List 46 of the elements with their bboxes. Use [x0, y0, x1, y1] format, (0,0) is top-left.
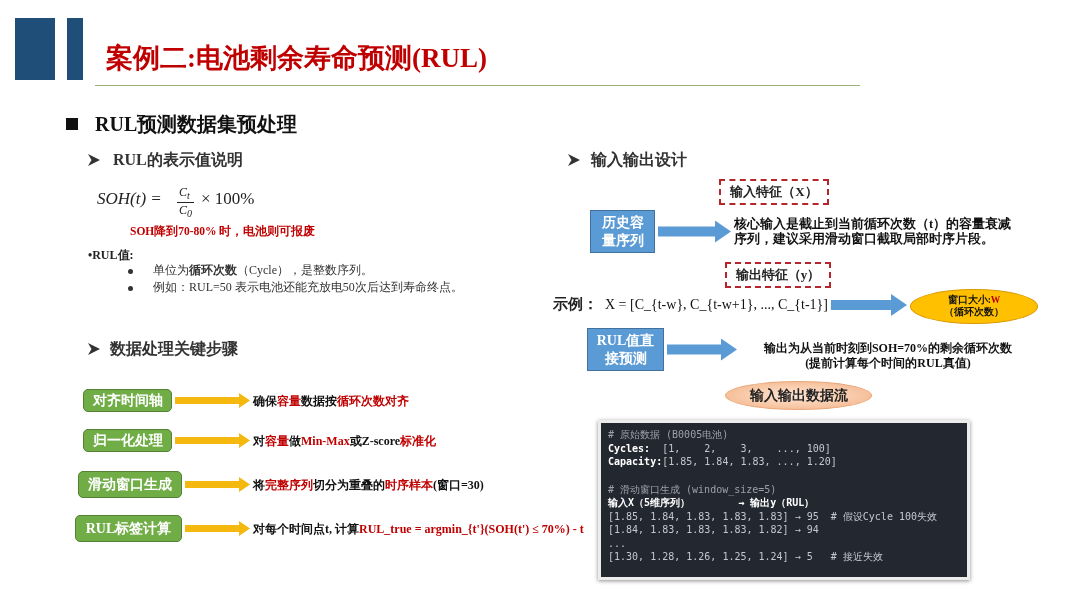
process-step-box: 滑动窗口生成	[78, 471, 182, 498]
slide-title: 案例二:电池剩余寿命预测(RUL)	[106, 42, 487, 75]
dashed-label-box: 输出特征（y）	[725, 262, 831, 288]
code-line: Capacity:[1.85, 1.84, 1.83, ..., 1.20]	[608, 455, 837, 469]
code-line: [1.85, 1.84, 1.83, 1.83, 1.83] → 95 # 假设Cycle 100失效	[608, 509, 937, 523]
list-item: 单位为循环次数（Cycle），是整数序列。	[153, 262, 374, 278]
dashed-label-box: 输入特征（X）	[719, 179, 829, 205]
code-line: [1.30, 1.28, 1.26, 1.25, 1.24] → 5 # 接近失效	[608, 550, 883, 564]
formula-denominator: C$_{0}$	[179, 203, 192, 220]
code-line: # 滑动窗口生成 (window_size=5)	[608, 482, 777, 496]
code-line: Cycles: [1, 2, 3, ..., 100]	[608, 441, 831, 455]
formula-numerator: C$_{t}$	[179, 185, 190, 202]
ellipse-text: （循环次数）	[944, 306, 1004, 318]
code-panel	[598, 420, 970, 580]
description-text: 将完整序列切分为重叠的时序样本(窗口=30)	[253, 477, 484, 494]
description-text: 对容量做Min-Max或Z-score标准化	[253, 433, 437, 450]
formula-text: X = [C_{t-w}, C_{t-w+1}, ..., C_{t-1}]	[605, 297, 828, 313]
block-arrow	[667, 338, 737, 361]
process-step-box: RUL标签计算	[75, 515, 182, 542]
list-item: 例如：RUL=50 表示电池还能充放电50次后达到寿命终点。	[153, 279, 464, 295]
block-arrow	[830, 294, 907, 316]
process-box: 历史容量序列	[590, 210, 655, 253]
section-heading: RUL预测数据集预处理	[95, 112, 298, 137]
formula-text: SOH(t) =	[97, 189, 162, 209]
ellipse-text: 窗口大小:W	[947, 295, 1001, 306]
description-text: 对每个时间点t, 计算RUL_true = argmin_{t'}(SOH(t') ≤ 70%) - t	[253, 521, 584, 538]
description-text: (提前计算每个时间的RUL真值)	[805, 356, 971, 371]
code-line: 输入X（5维序列） → 输出y（RUL）	[608, 496, 815, 510]
formula-text: × 100%	[201, 189, 255, 209]
process-box: RUL值直接预测	[587, 328, 664, 371]
list-heading: •RUL值:	[88, 247, 134, 264]
subsection-heading: 数据处理关键步骤	[110, 339, 238, 359]
description-text: 输出为从当前时刻到SOH=70%的剩余循环次数	[763, 341, 1013, 356]
code-line: [1.84, 1.83, 1.83, 1.83, 1.82] → 94	[608, 523, 819, 537]
code-line: ...	[608, 536, 627, 550]
process-step-box: 对齐时间轴	[83, 389, 172, 412]
description-text: 核心输入是截止到当前循环次数（t）的容量衰减序列，建议采用滑动窗口截取局部时序片段。	[734, 217, 1018, 247]
code-line: # 原始数据 (B0005电池)	[608, 428, 729, 442]
subsection-heading: 输入输出设计	[591, 150, 687, 170]
example-label: 示例：	[553, 295, 598, 314]
process-step-box: 归一化处理	[83, 429, 172, 452]
flow-title-ellipse: 输入输出数据流	[725, 381, 872, 410]
description-text: 确保容量数据按循环次数对齐	[253, 393, 409, 410]
block-arrow	[658, 220, 731, 243]
subsection-heading: RUL的表示值说明	[113, 150, 243, 170]
warning-note: SOH降到70-80% 时，电池则可报废	[130, 224, 316, 239]
